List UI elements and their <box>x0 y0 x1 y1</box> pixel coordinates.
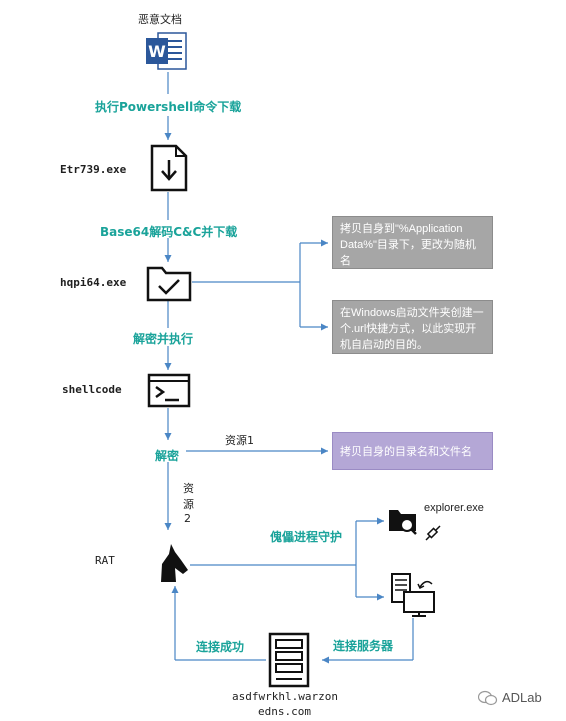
wechat-logo-icon <box>478 690 498 706</box>
node-rat: RAT <box>95 554 115 567</box>
edge-resource2-char2: 源 <box>183 498 194 511</box>
download-file-icon <box>150 144 188 192</box>
server-monitor-icon <box>391 573 435 617</box>
knight-horse-icon <box>161 544 188 582</box>
folder-check-icon <box>146 266 192 302</box>
edge-base64: Base64解码C&C并下载 <box>100 225 238 239</box>
edge-decrypt-exec: 解密并执行 <box>133 332 194 346</box>
node-server-domain-line2: edns.com <box>258 705 311 718</box>
server-tower-icon <box>268 632 310 688</box>
word-document-icon: W <box>146 32 187 70</box>
doc-label: 恶意文档 <box>138 13 182 26</box>
node-etr739: Etr739.exe <box>60 163 127 176</box>
edge-resource1: 资源1 <box>225 434 254 447</box>
edge-resource2-char3: 2 <box>184 512 191 525</box>
folder-search-icon <box>389 510 417 535</box>
node-explorer: explorer.exe <box>424 502 484 514</box>
edge-powershell: 执行Powershell命令下载 <box>95 100 242 114</box>
svg-text:W: W <box>148 42 166 61</box>
box-copy-dir: 拷贝自身的目录名和文件名 <box>332 432 493 470</box>
box-startup: 在Windows启动文件夹创建一个.url快捷方式，以此实现开机自启动的目的。 <box>332 300 493 354</box>
terminal-icon <box>147 373 191 408</box>
edge-puppet-process: 傀儡进程守护 <box>270 530 343 544</box>
edge-resource2-char1: 资 <box>183 482 194 495</box>
node-server-domain-line1: asdfwrkhl.warzon <box>232 690 338 703</box>
edge-connect-server: 连接服务器 <box>333 639 394 653</box>
watermark-text: ADLab <box>502 690 542 705</box>
node-shellcode: shellcode <box>62 383 122 396</box>
node-decrypt: 解密 <box>155 449 180 463</box>
box-copy-self: 拷贝自身到"%Application Data%"目录下，更改为随机名 <box>332 216 493 269</box>
edge-connect-success: 连接成功 <box>196 640 245 654</box>
node-hqpi64: hqpi64.exe <box>60 276 127 289</box>
syringe-icon <box>425 525 441 541</box>
